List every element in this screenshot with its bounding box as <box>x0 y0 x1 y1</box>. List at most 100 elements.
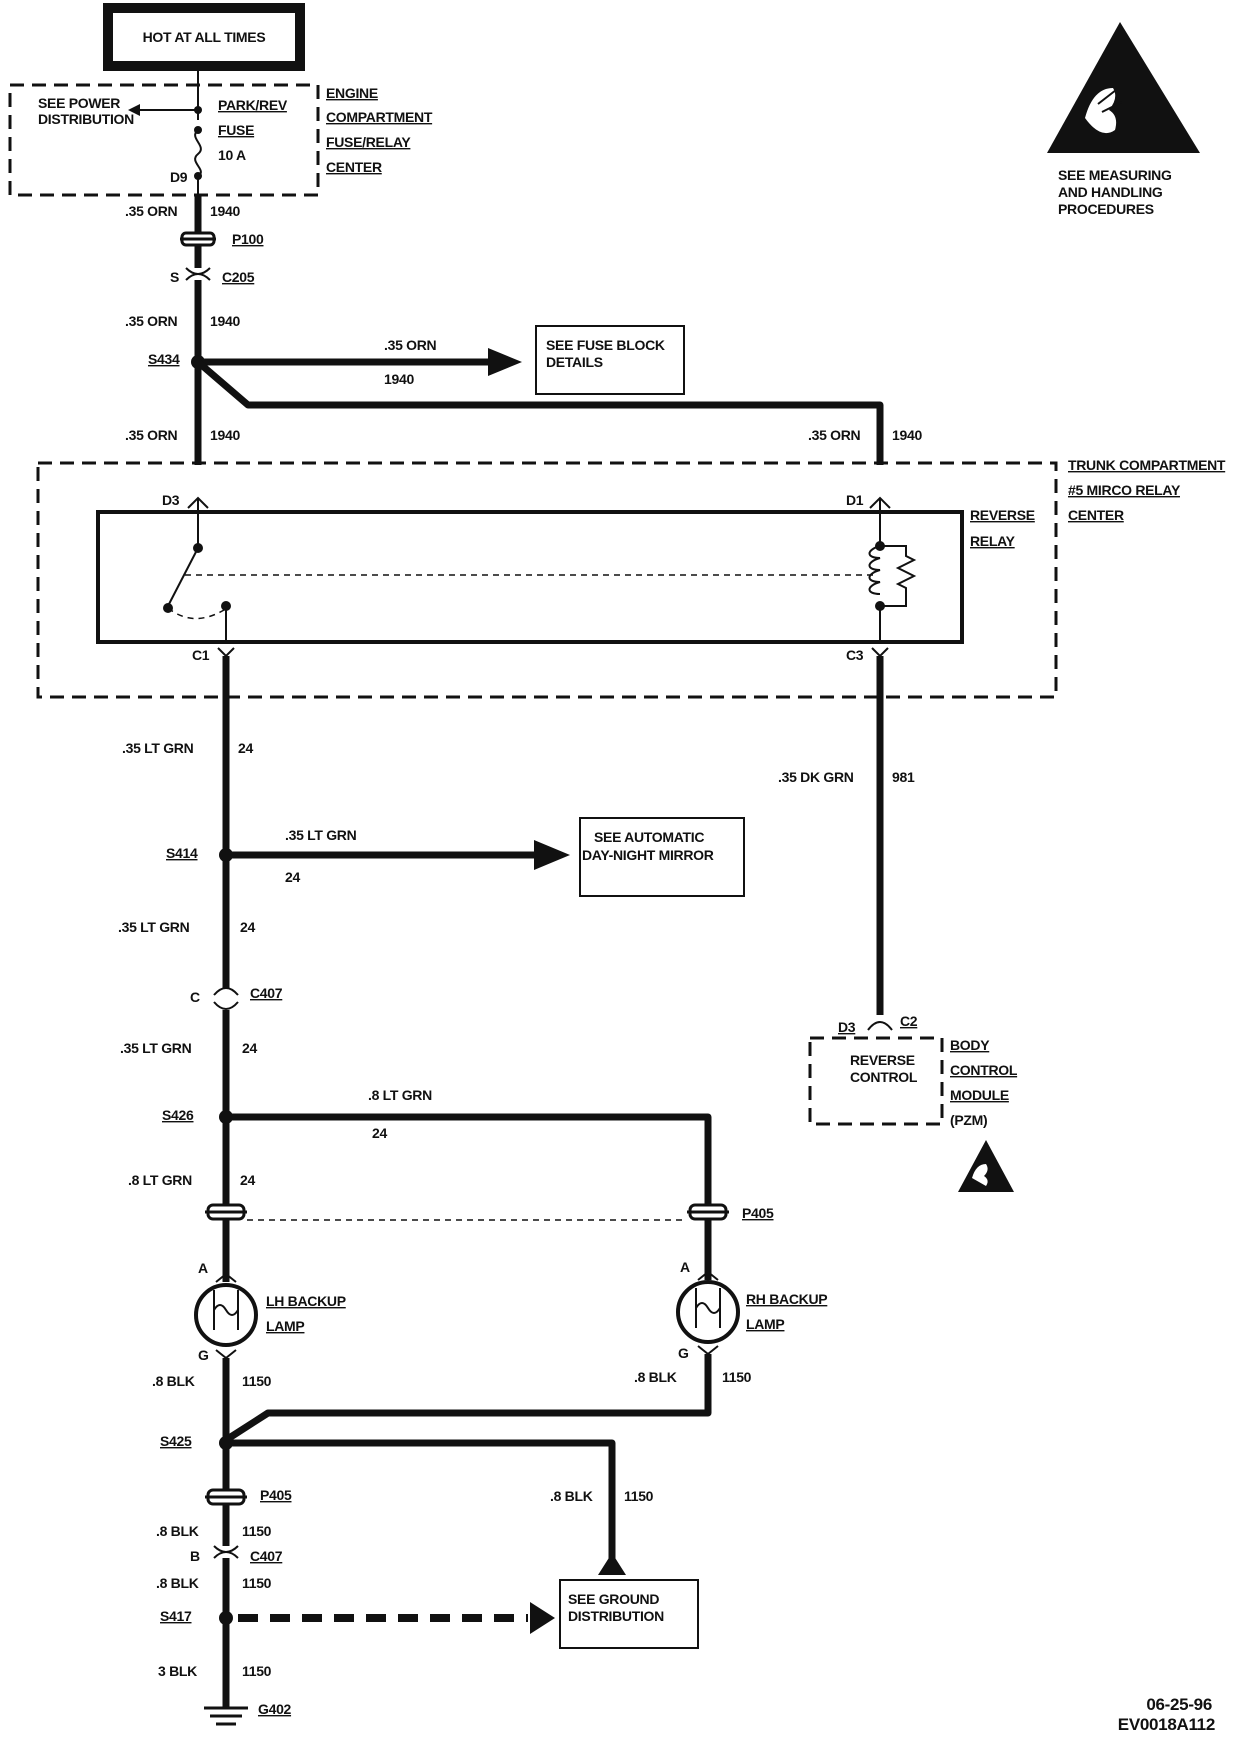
wire-circuit-1940-1: 1940 <box>210 203 240 219</box>
wire-24-branch <box>226 1113 712 1205</box>
lh-lamp-pin-a: A <box>198 1260 208 1276</box>
rh-lamp-pin-g: G <box>678 1345 689 1361</box>
relay-center-label-1: TRUNK COMPARTMENT <box>1068 457 1226 473</box>
esd-note-line1: SEE MEASURING <box>1058 167 1172 183</box>
wire-circuit-1940-3: 1940 <box>384 371 414 387</box>
wire-circuit-24-1: 24 <box>238 740 253 756</box>
fuse-line2: FUSE <box>218 122 254 138</box>
rh-lamp-pin-a: A <box>680 1259 690 1275</box>
wire-circuit-1150-2: 1150 <box>722 1369 752 1385</box>
hot-at-all-times-label: HOT AT ALL TIMES <box>143 29 266 45</box>
bcm-label-4: (PZM) <box>950 1112 987 1128</box>
bcm-label-3: MODULE <box>950 1087 1009 1103</box>
esd-warning-icon <box>1047 22 1200 153</box>
wire-label-orn-3: .35 ORN <box>384 337 437 353</box>
wire-label-ltgrn-4: .35 LT GRN <box>120 1040 192 1056</box>
wire-label-orn-2: .35 ORN <box>125 313 178 329</box>
engine-center-label-3: FUSE/RELAY <box>326 134 411 150</box>
splice-s434-label: S434 <box>148 351 180 367</box>
rh-lamp-label-2: LAMP <box>746 1316 784 1332</box>
wire-1150-ground <box>226 1439 616 1560</box>
esd-note-line2: AND HANDLING <box>1058 184 1163 200</box>
wire-circuit-1940-5: 1940 <box>892 427 922 443</box>
bcm-function-2: CONTROL <box>850 1069 918 1085</box>
wire-label-blk-1: .8 BLK <box>152 1373 195 1389</box>
see-mirror-line1: SEE AUTOMATIC <box>594 829 704 845</box>
wire-label-ltgrn-2: .35 LT GRN <box>285 827 357 843</box>
bcm-label-2: CONTROL <box>950 1062 1018 1078</box>
wire-label-ltgrn-1: .35 LT GRN <box>122 740 194 756</box>
ground-g402-label: G402 <box>258 1701 292 1717</box>
wire-circuit-1150-4: 1150 <box>242 1523 272 1539</box>
connector-c407-bottom <box>213 1545 239 1559</box>
wire-1940-branch <box>195 359 884 465</box>
bcm-pin-d3: D3 <box>838 1019 856 1035</box>
wire-circuit-981: 981 <box>892 769 915 785</box>
fuse-line3: 10 A <box>218 147 246 163</box>
rh-backup-lamp-icon <box>676 1280 740 1344</box>
wire-label-dkgrn: .35 DK GRN <box>778 769 854 785</box>
connector-c407-top <box>213 987 239 1010</box>
hot-at-all-times-box: HOT AT ALL TIMES <box>103 3 305 71</box>
wire-circuit-1150-1: 1150 <box>242 1373 272 1389</box>
wire-label-blk-2: .8 BLK <box>634 1369 677 1385</box>
bcm-function-1: REVERSE <box>850 1052 915 1068</box>
relay-pin-d1: D1 <box>846 492 864 508</box>
connector-p405-right-label: P405 <box>742 1205 774 1221</box>
connector-c407-bottom-pin: B <box>190 1548 200 1564</box>
splice-s426-label: S426 <box>162 1107 194 1123</box>
wire-label-ltgrn-3: .35 LT GRN <box>118 919 190 935</box>
relay-resistor-icon <box>880 545 917 607</box>
see-mirror-line2: DAY-NIGHT MIRROR <box>582 847 714 863</box>
wire-1150-rh <box>224 1354 712 1443</box>
connector-p405-right <box>687 1203 729 1221</box>
splice-s417-label: S417 <box>160 1608 192 1624</box>
see-mirror-box <box>579 817 745 897</box>
engine-fuse-relay-center <box>8 66 320 197</box>
fuse-line1: PARK/REV <box>218 97 288 113</box>
wire-label-blk-4: .8 BLK <box>156 1523 199 1539</box>
reverse-relay-label-1: REVERSE <box>970 507 1035 523</box>
see-fuse-block-line1: SEE FUSE BLOCK <box>546 337 665 353</box>
wire-circuit-24-2: 24 <box>285 869 300 885</box>
wire-circuit-1940-4: 1940 <box>210 427 240 443</box>
arrow-left-icon <box>128 104 140 116</box>
trunk-relay-center <box>36 461 1058 699</box>
wire-label-blk-3: .8 BLK <box>550 1488 593 1504</box>
wire-circuit-24-6: 24 <box>240 1172 255 1188</box>
connector-p405-left <box>205 1203 247 1221</box>
connector-c205 <box>185 267 211 281</box>
wire-circuit-24-3: 24 <box>240 919 255 935</box>
lh-backup-lamp-icon <box>194 1283 258 1347</box>
connector-p405-bottom <box>205 1488 247 1506</box>
ground-symbol-icon <box>204 1700 248 1726</box>
splice-s417 <box>219 1611 233 1625</box>
wire-label-ltgrn8-1: .8 LT GRN <box>368 1087 432 1103</box>
fuse-terminal-d9: D9 <box>170 169 188 185</box>
wire-circuit-24-5: 24 <box>372 1125 387 1141</box>
engine-center-label-4: CENTER <box>326 159 382 175</box>
relay-coil-icon <box>868 545 881 595</box>
wire-label-blk-5: .8 BLK <box>156 1575 199 1591</box>
esd-small-icon <box>958 1140 1014 1192</box>
connector-p100-label: P100 <box>232 231 264 247</box>
wire-circuit-1150-3: 1150 <box>624 1488 654 1504</box>
reverse-relay <box>96 510 964 644</box>
see-ground-line2: DISTRIBUTION <box>568 1608 664 1624</box>
relay-pin-c1: C1 <box>192 647 210 663</box>
see-power-line2: DISTRIBUTION <box>38 111 134 127</box>
see-ground-line1: SEE GROUND <box>568 1591 659 1607</box>
wire-label-orn-5: .35 ORN <box>808 427 861 443</box>
connector-c205-label: C205 <box>222 269 255 285</box>
wire-circuit-1150-5: 1150 <box>242 1575 272 1591</box>
fuse-icon <box>194 129 202 177</box>
relay-pin-d3: D3 <box>162 492 180 508</box>
wire-label-blk-6: 3 BLK <box>158 1663 197 1679</box>
wire-circuit-1940-2: 1940 <box>210 313 240 329</box>
see-power-line1: SEE POWER <box>38 95 120 111</box>
connector-p405-bottom-label: P405 <box>260 1487 292 1503</box>
bcm-label-1: BODY <box>950 1037 990 1053</box>
esd-note-line3: PROCEDURES <box>1058 201 1154 217</box>
engine-center-label-1: ENGINE <box>326 85 378 101</box>
